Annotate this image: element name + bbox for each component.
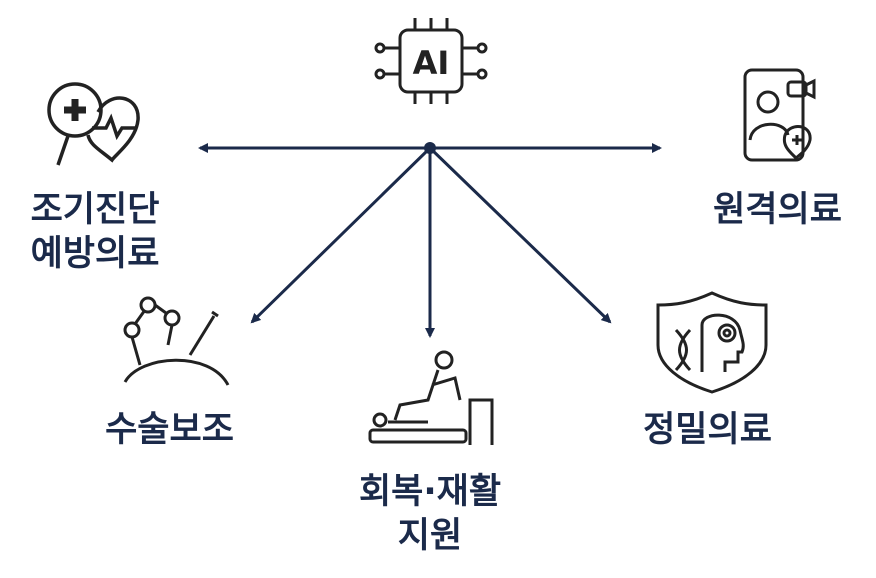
- label-line: 원격의료: [713, 190, 842, 230]
- label-line: 예방의료: [30, 234, 160, 274]
- label-line: 정밀의료: [643, 410, 772, 450]
- phone-doctor-icon: [743, 68, 816, 162]
- center-node: [424, 142, 436, 154]
- arrow-to-surgical-assist: [250, 146, 432, 324]
- label-telemedicine: 원격의료: [700, 188, 855, 232]
- label-surgical-assist: 수술보조: [92, 408, 247, 452]
- magnifier-heart-icon: [47, 82, 140, 166]
- label-line: 수술보조: [105, 410, 234, 450]
- label-precision-medicine: 정밀의료: [630, 408, 785, 452]
- ai-chip-icon: [374, 18, 488, 104]
- ai-label: AI: [413, 44, 450, 82]
- label-line: 지원: [397, 516, 463, 556]
- label-early-diagnosis: 조기진단 예방의료: [20, 188, 170, 276]
- label-rehab-support: 회복·재활 지원: [345, 470, 515, 558]
- robot-arm-icon: [123, 296, 230, 386]
- label-line: 조기진단: [30, 190, 160, 230]
- arrow-to-precision-medicine: [428, 146, 612, 324]
- physiotherapy-icon: [368, 350, 494, 445]
- dna-shield-icon: [656, 291, 768, 394]
- label-line: 회복·재활: [358, 472, 502, 512]
